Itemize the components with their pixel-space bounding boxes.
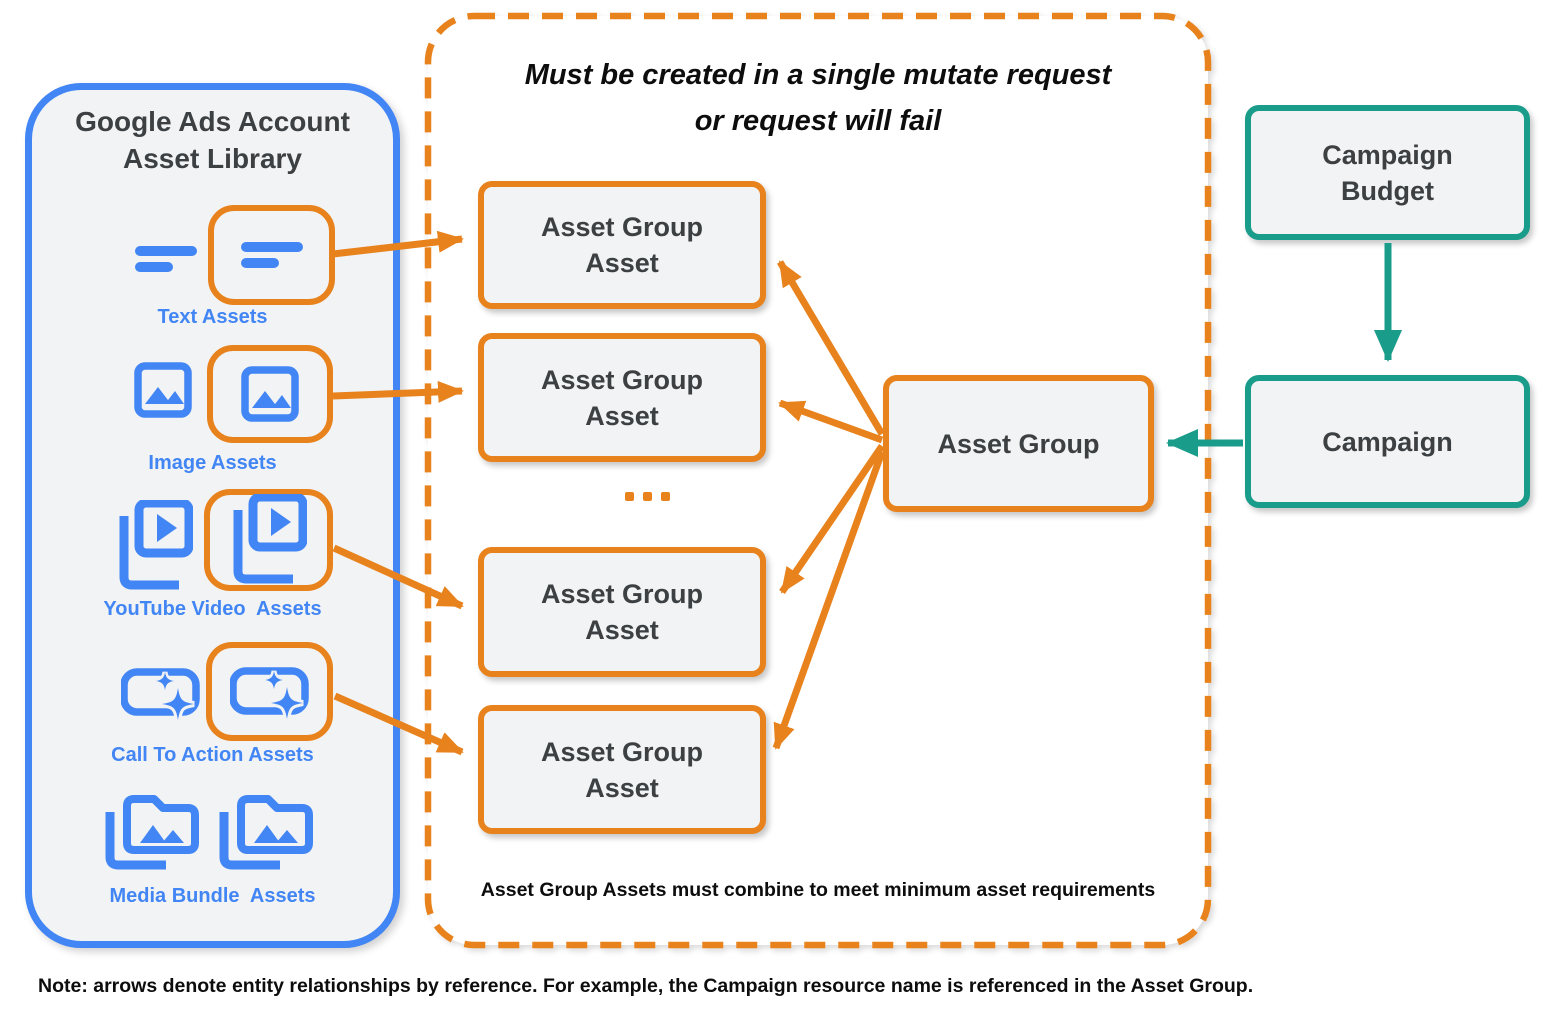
bottom-note: Note: arrows denote entity relationships… (38, 975, 1254, 997)
text-asset-selected-outline (208, 205, 335, 305)
asset-group-asset-node-3: Asset Group Asset (478, 547, 766, 677)
campaign-budget-node: Campaign Budget (1245, 105, 1530, 240)
media-bundle-assets-icon (219, 795, 313, 870)
text-assets-label: Text Assets (157, 306, 268, 328)
image-assets-icon (241, 366, 299, 422)
text-assets-icon (135, 246, 197, 272)
call-to-action-asset-selected-outline (206, 642, 333, 741)
asset-group-label: Asset Group (937, 428, 1100, 459)
mutate-request-footnote: Asset Group Assets must combine to meet … (480, 879, 1156, 901)
media-bundle-assets-label: Media Bundle Assets (109, 885, 316, 907)
mutate-request-title-line2: or request will fail (694, 105, 942, 137)
asset-group-asset-node-4: Asset Group Asset (478, 705, 766, 834)
asset-library-title-line2: Asset Library (123, 143, 302, 174)
asset-group-asset-label: Asset Group (540, 736, 704, 767)
image-assets-icon (134, 362, 192, 418)
image-assets-label: Image Assets (148, 452, 277, 474)
asset-group-node: Asset Group (883, 375, 1154, 512)
asset-group-asset-label: Asset (585, 772, 659, 803)
call-to-action-assets-icon (229, 666, 309, 720)
asset-group-asset-node-2: Asset Group Asset (478, 333, 766, 462)
asset-group-asset-label: Asset Group (540, 579, 704, 609)
campaign-label: Campaign (1322, 426, 1453, 457)
asset-group-asset-node-1: Asset Group Asset (478, 181, 766, 309)
youtube-video-assets-label: YouTube Video Assets (103, 598, 322, 620)
media-bundle-assets-icon (105, 795, 199, 870)
asset-library-title: Google Ads Account Asset Library (25, 103, 400, 177)
campaign-budget-label: Budget (1341, 175, 1434, 206)
asset-group-asset-label: Asset (585, 248, 659, 278)
image-asset-selected-outline (207, 345, 333, 443)
youtube-video-asset-selected-outline (204, 489, 333, 591)
call-to-action-assets-label: Call To Action Assets (111, 744, 314, 766)
asset-library-title-line1: Google Ads Account (75, 106, 350, 137)
asset-group-asset-label: Asset (585, 615, 659, 645)
youtube-video-assets-icon (119, 500, 193, 590)
asset-group-asset-label: Asset (585, 400, 659, 431)
asset-group-asset-label: Asset Group (540, 364, 704, 395)
mutate-request-title: Must be created in a single mutate reque… (428, 52, 1208, 144)
asset-group-to-asset-arrows (772, 260, 886, 750)
text-assets-icon (240, 242, 303, 268)
ellipsis-dots (625, 492, 670, 501)
campaign-budget-label: Campaign (1322, 139, 1453, 170)
call-to-action-assets-icon (121, 668, 200, 721)
youtube-video-assets-icon (233, 494, 307, 584)
mutate-request-title-line1: Must be created in a single mutate reque… (524, 59, 1112, 91)
asset-group-asset-label: Asset Group (540, 212, 704, 242)
campaign-node: Campaign (1245, 375, 1530, 508)
